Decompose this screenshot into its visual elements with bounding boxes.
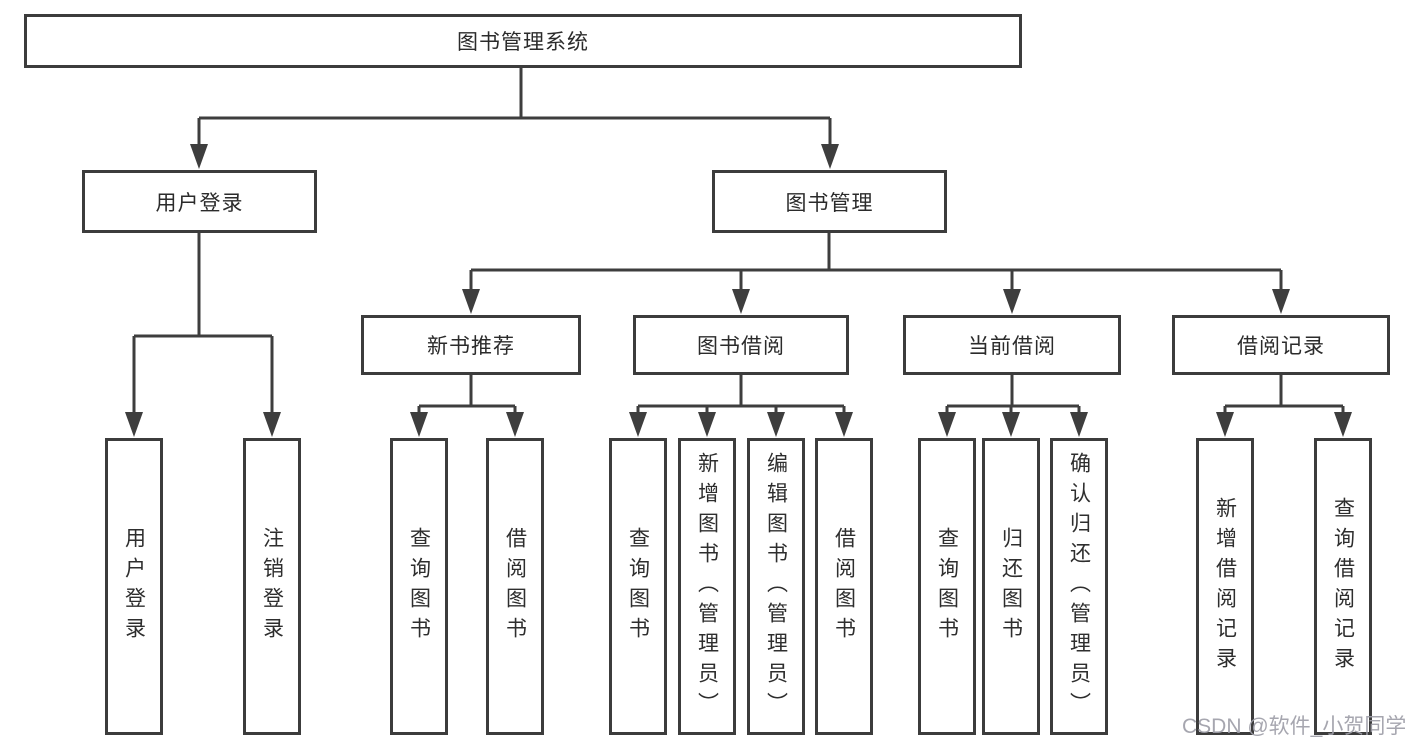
leaf-label: 新增借阅记录 xyxy=(1213,496,1237,677)
node-current-borrowing: 当前借阅 xyxy=(903,315,1121,375)
node-label: 借阅记录 xyxy=(1237,335,1325,358)
node-book-management: 图书管理 xyxy=(712,170,947,233)
leaf-records-query-borrow-record: 查询借阅记录 xyxy=(1314,438,1372,735)
node-book-borrowing: 图书借阅 xyxy=(633,315,849,375)
node-label: 图书管理 xyxy=(785,191,874,215)
leaf-label: 用户登录 xyxy=(122,526,146,647)
node-user-login: 用户登录 xyxy=(82,170,317,233)
leaf-borrowing-query-book: 查询图书 xyxy=(609,438,667,735)
leaf-label: 确认归还（管理员） xyxy=(1067,451,1091,722)
leaf-records-add-borrow-record: 新增借阅记录 xyxy=(1196,438,1254,735)
node-new-book-recommendation: 新书推荐 xyxy=(361,315,581,375)
leaf-label: 借阅图书 xyxy=(832,526,856,647)
leaf-label: 查询图书 xyxy=(626,526,650,647)
connector-book-mgmt-to-level3 xyxy=(462,233,1290,314)
node-label: 新书推荐 xyxy=(427,335,515,358)
node-label: 图书管理系统 xyxy=(457,31,589,54)
leaf-current-query-book: 查询图书 xyxy=(918,438,976,735)
csdn-watermark: CSDN @软件_小贺同学 xyxy=(1182,715,1405,738)
leaf-label: 注销登录 xyxy=(260,526,284,647)
leaf-logout: 注销登录 xyxy=(243,438,301,735)
leaf-borrowing-borrow-book: 借阅图书 xyxy=(815,438,873,735)
leaf-label: 新增图书（管理员） xyxy=(695,451,719,722)
leaf-label: 编辑图书（管理员） xyxy=(764,451,788,722)
connector-borrow-records-to-leaves xyxy=(1216,375,1352,437)
connector-current-borrow-to-leaves xyxy=(938,375,1088,437)
node-library-management-system: 图书管理系统 xyxy=(24,14,1022,68)
leaf-label: 查询借阅记录 xyxy=(1331,496,1355,677)
leaf-borrowing-edit-book-admin: 编辑图书（管理员） xyxy=(747,438,805,735)
leaf-newbook-query-book: 查询图书 xyxy=(390,438,448,735)
leaf-label: 查询图书 xyxy=(935,526,959,647)
connector-user-login-to-leaves xyxy=(125,233,281,437)
leaf-current-confirm-return-admin: 确认归还（管理员） xyxy=(1050,438,1108,735)
leaf-borrowing-add-book-admin: 新增图书（管理员） xyxy=(678,438,736,735)
leaf-current-return-book: 归还图书 xyxy=(982,438,1040,735)
leaf-label: 借阅图书 xyxy=(503,526,527,647)
node-label: 当前借阅 xyxy=(968,335,1056,358)
connector-root-to-level2 xyxy=(190,68,839,169)
leaf-label: 归还图书 xyxy=(999,526,1023,647)
leaf-label: 查询图书 xyxy=(407,526,431,647)
leaf-newbook-borrow-book: 借阅图书 xyxy=(486,438,544,735)
node-borrowing-records: 借阅记录 xyxy=(1172,315,1390,375)
connector-book-borrow-to-leaves xyxy=(629,375,853,437)
node-label: 图书借阅 xyxy=(697,335,785,358)
connector-new-book-rec-to-leaves xyxy=(410,375,524,437)
leaf-user-login: 用户登录 xyxy=(105,438,163,735)
node-label: 用户登录 xyxy=(155,191,244,215)
